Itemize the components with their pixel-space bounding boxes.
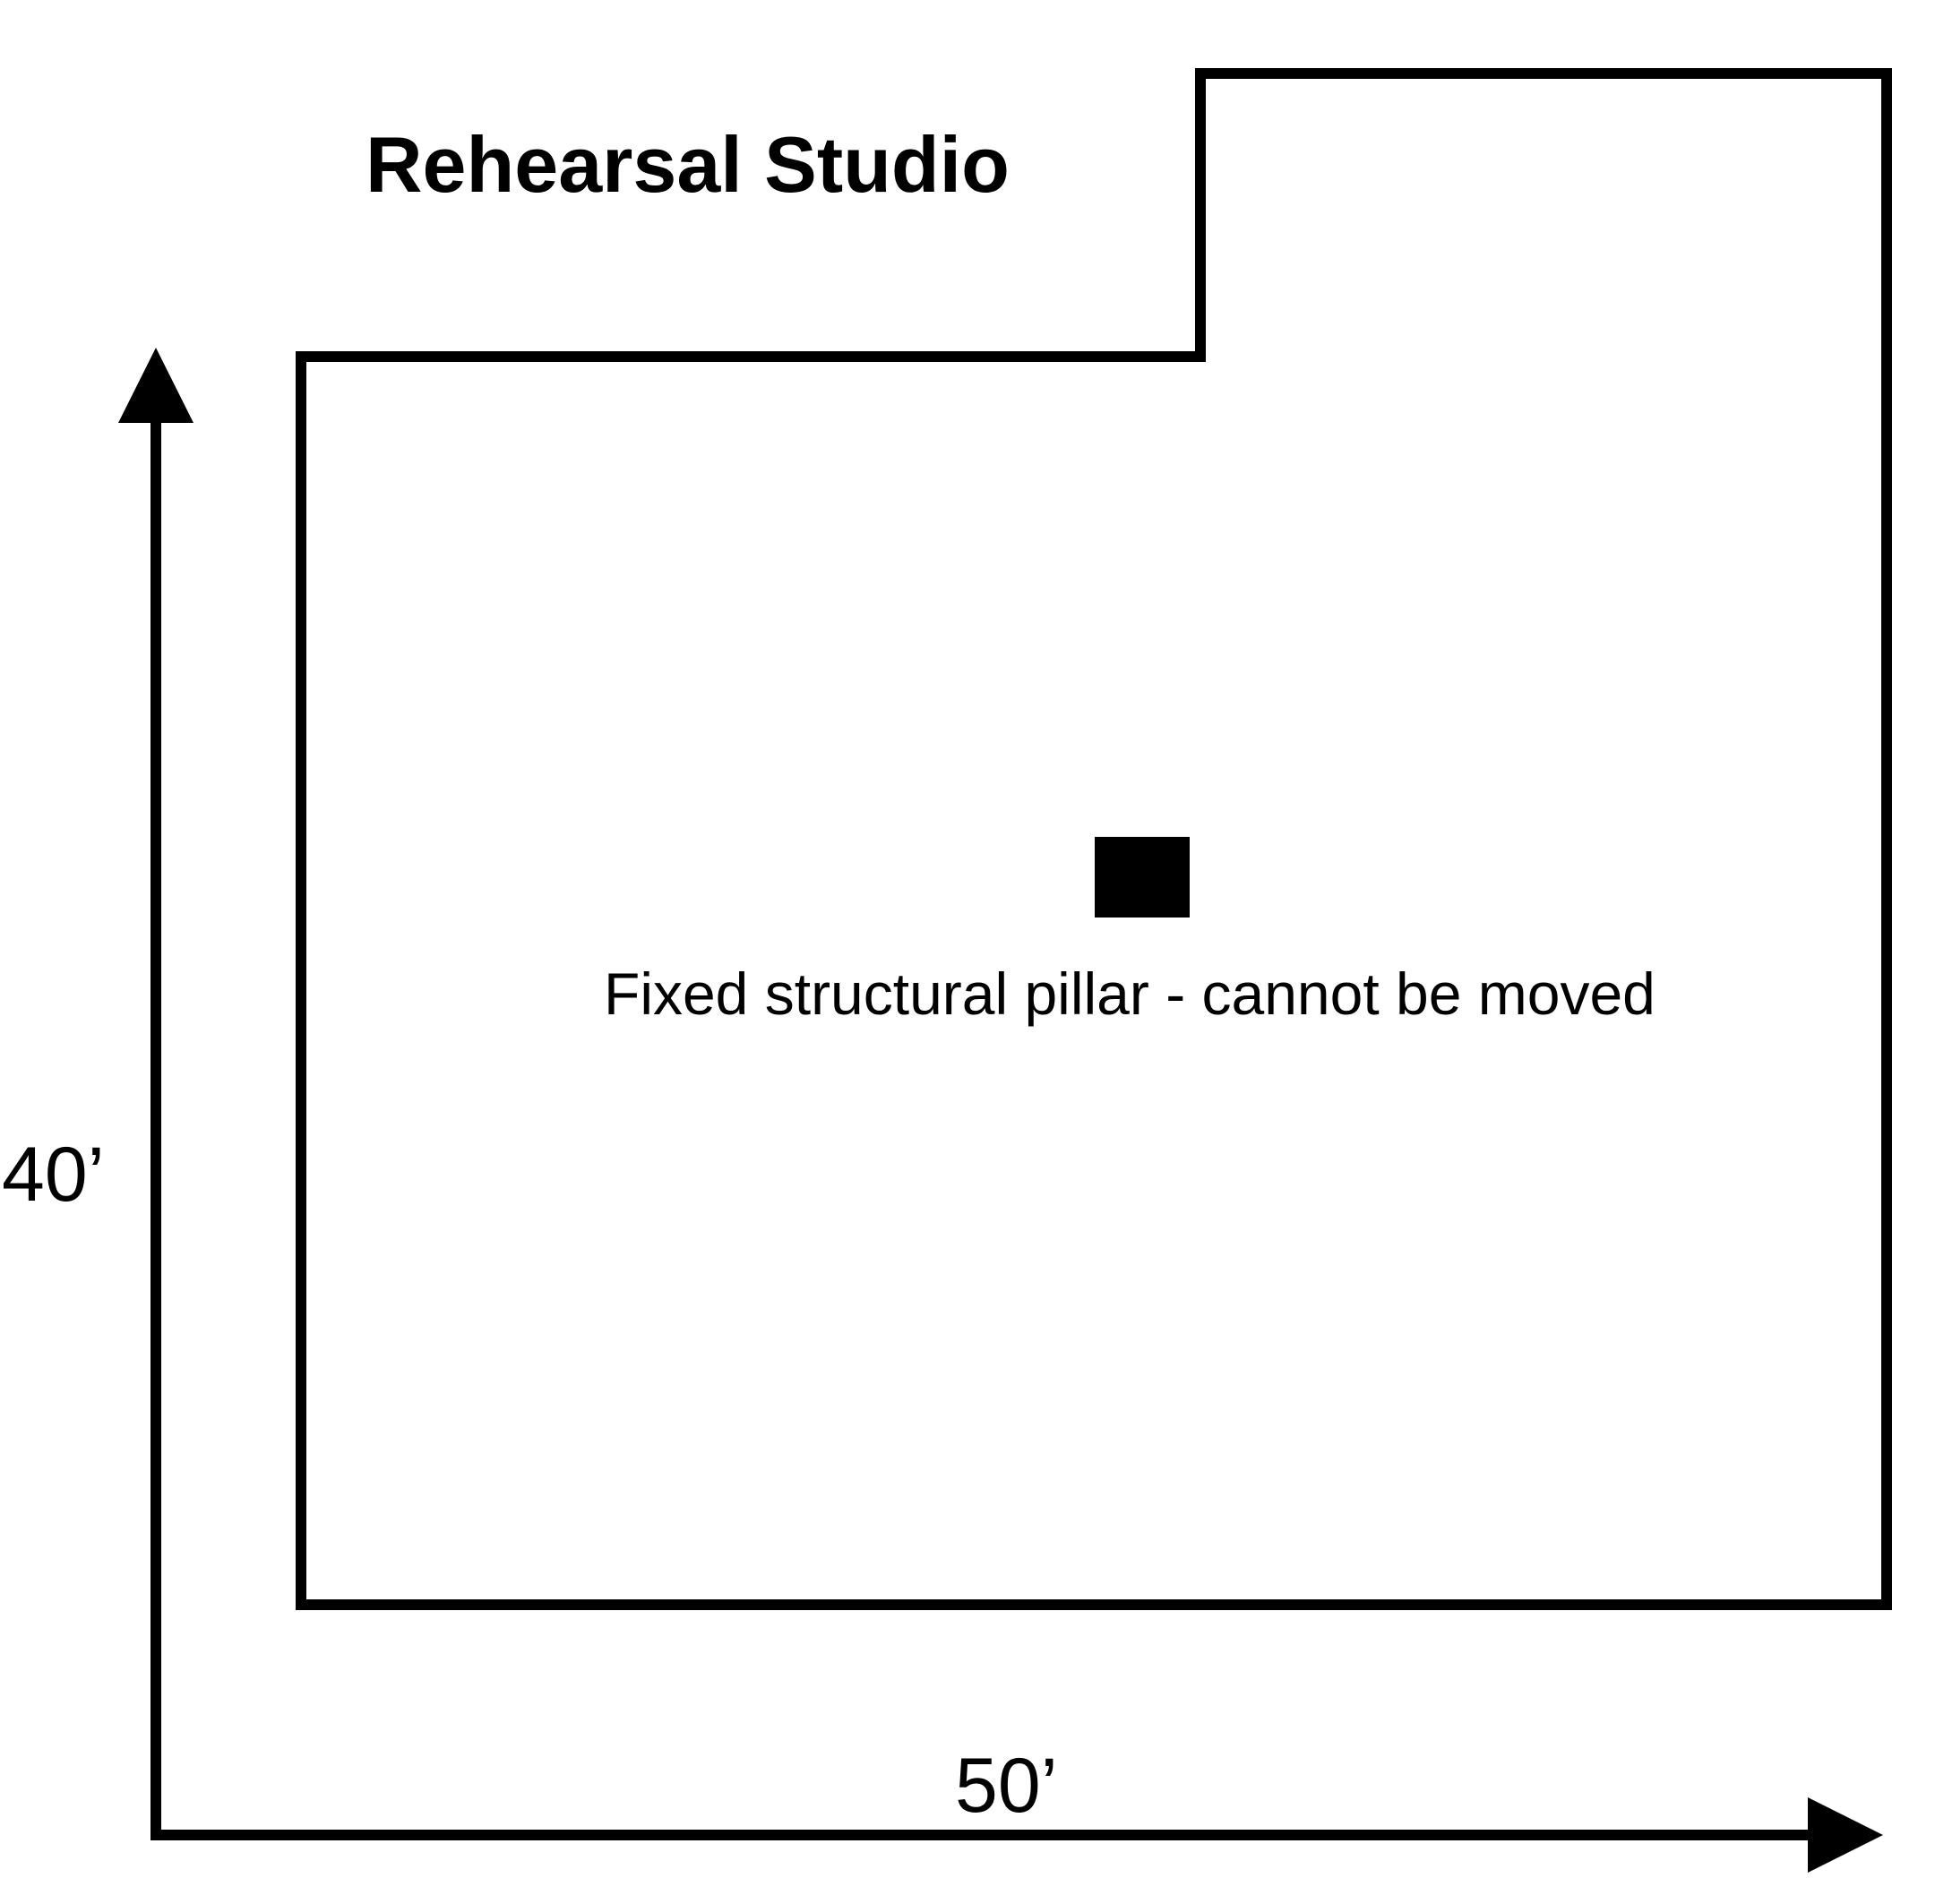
width-dimension-label: 50’ bbox=[955, 1743, 1058, 1829]
structural-pillar bbox=[1095, 837, 1190, 918]
room-outline bbox=[296, 68, 1892, 1610]
width-axis-arrowhead bbox=[1808, 1797, 1883, 1873]
diagram-title: Rehearsal Studio bbox=[366, 120, 1010, 209]
height-dimension-label: 40’ bbox=[2, 1132, 105, 1218]
pillar-label: Fixed structural pillar - cannot be move… bbox=[604, 961, 1656, 1027]
height-axis-arrowhead bbox=[118, 348, 194, 423]
